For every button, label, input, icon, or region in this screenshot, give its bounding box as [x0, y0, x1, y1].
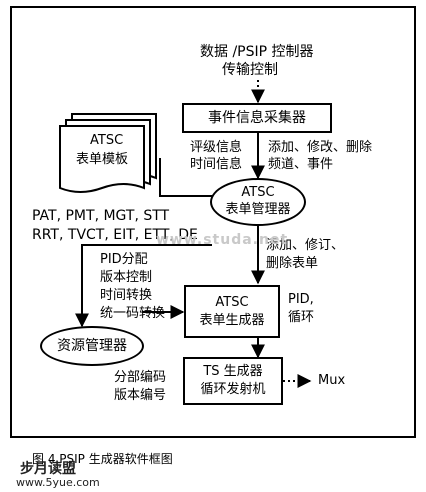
segment-label-2: 版本编号 [114, 388, 167, 403]
figure-caption: 图 4 PSIP 生成器软件框图 [32, 452, 173, 466]
table-generator-box: ATSC 表单生成器 [184, 285, 280, 338]
event-collector-box: 事件信息采集器 [182, 103, 332, 133]
resource-manager-label: 资源管理器 [57, 337, 127, 354]
ts-label-1: TS 生成器 [203, 364, 263, 380]
pid-loop-label-2: 循环 [288, 310, 315, 325]
brand-name: 步月读盟 [20, 461, 76, 477]
edit-channel-label-2: 频道、事件 [268, 157, 334, 172]
pid-label-1: PID分配 [100, 252, 148, 267]
tables-label-2: RRT, TVCT, EIT, ETT, DE [32, 227, 198, 243]
mux-label: Mux [318, 373, 346, 388]
arrow-template-to-manager [159, 158, 234, 203]
resource-manager-ellipse: 资源管理器 [40, 326, 144, 366]
event-collector-label: 事件信息采集器 [208, 109, 306, 126]
rating-label-1: 评级信息 [190, 140, 243, 155]
edit-table-label-2: 删除表单 [266, 256, 319, 271]
rating-label-2: 时间信息 [190, 157, 243, 172]
control-label-2: 传输控制 [222, 62, 278, 78]
table-manager-ellipse: ATSC 表单管理器 [210, 178, 306, 226]
pid-label-4: 统一码转换 [100, 306, 166, 321]
pid-label-3: 时间转换 [100, 288, 153, 303]
template-label-1: ATSC [90, 133, 124, 148]
edit-table-label-1: 添加、修订、 [266, 238, 345, 253]
arrow-manager-to-resource [75, 244, 212, 328]
diagram-frame [10, 6, 416, 438]
generator-label-2: 表单生成器 [199, 312, 265, 328]
segment-label-1: 分部编码 [114, 370, 167, 385]
generator-label-1: ATSC [215, 294, 249, 310]
edit-channel-label-1: 添加、修改、删除 [268, 140, 373, 155]
template-label-2: 表单模板 [76, 152, 129, 167]
ts-generator-box: TS 生成器 循环发射机 [183, 357, 283, 405]
pid-loop-label-1: PID, [288, 292, 314, 307]
manager-label-1: ATSC [241, 185, 275, 201]
ts-label-2: 循环发射机 [200, 382, 266, 397]
watermark-text: www.studa.net [156, 232, 289, 248]
tables-label-1: PAT, PMT, MGT, STT [32, 208, 170, 224]
manager-label-2: 表单管理器 [225, 202, 291, 217]
brand-url: www.5yue.com [16, 476, 100, 489]
control-label-1: 数据 /PSIP 控制器 [200, 44, 314, 60]
template-document-stack [59, 113, 157, 193]
pid-label-2: 版本控制 [100, 270, 153, 285]
